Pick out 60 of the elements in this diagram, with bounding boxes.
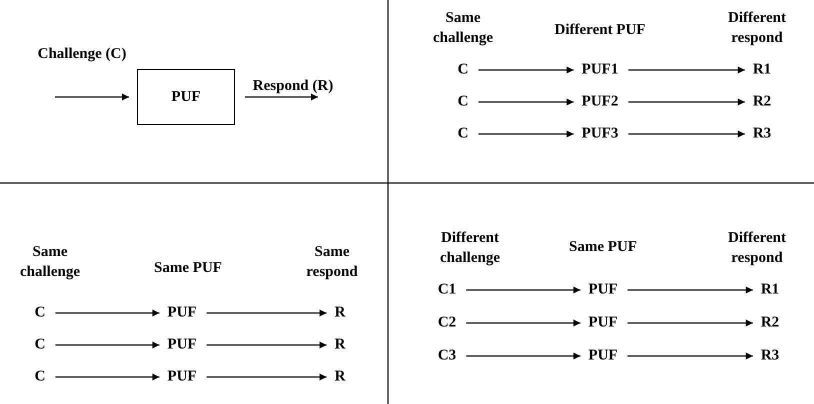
- node-label: C: [34, 336, 46, 354]
- node-label: R2: [760, 314, 780, 332]
- column-heading: Different PUF: [554, 21, 646, 40]
- arrow: [245, 94, 318, 100]
- node-label: C: [34, 304, 46, 322]
- edge-label: Challenge (C): [37, 45, 127, 64]
- node-label: C: [458, 60, 468, 80]
- node-label: PUF: [588, 280, 618, 300]
- node-label: C1: [438, 280, 456, 300]
- node-label: C: [458, 92, 468, 112]
- node-label: R1: [760, 280, 780, 300]
- arrow: [206, 342, 327, 348]
- node-label: R1: [752, 60, 772, 80]
- column-heading: Same respond: [305, 243, 359, 282]
- node-label: R: [334, 336, 346, 354]
- arrow: [628, 98, 745, 106]
- arrow: [206, 374, 327, 380]
- arrow: [628, 286, 753, 294]
- column-heading: Different respond: [726, 229, 788, 268]
- node-label: R2: [752, 92, 772, 112]
- node-label: C: [458, 124, 468, 144]
- arrow: [478, 98, 574, 106]
- node-label: C2: [438, 314, 456, 332]
- edge-label: Respond (R): [252, 77, 334, 96]
- arrow: [55, 310, 160, 316]
- node-label: PUF3: [582, 124, 618, 144]
- node-label: PUF1: [582, 60, 618, 80]
- column-heading: Different respond: [726, 9, 788, 48]
- arrow: [466, 286, 580, 294]
- node-label: PUF2: [582, 92, 618, 112]
- node-label: PUF: [167, 304, 197, 322]
- box-label: PUF: [171, 88, 201, 106]
- arrow: [628, 66, 745, 74]
- node-label: PUF: [167, 368, 197, 386]
- arrow: [466, 352, 580, 360]
- node-label: PUF: [588, 314, 618, 332]
- arrow: [478, 130, 574, 138]
- arrow: [628, 320, 753, 326]
- node-label: C3: [438, 346, 456, 366]
- column-heading: Same PUF: [153, 259, 223, 278]
- arrow: [478, 66, 574, 74]
- arrow: [466, 320, 580, 326]
- arrow: [55, 94, 129, 100]
- node-label: R: [334, 304, 346, 322]
- arrow: [55, 374, 160, 380]
- column-heading: Same challenge: [432, 9, 494, 48]
- node-label: R3: [752, 124, 772, 144]
- arrow: [628, 130, 745, 138]
- arrow: [206, 310, 327, 316]
- node-label: C: [34, 368, 46, 386]
- column-heading: Same challenge: [19, 243, 81, 282]
- node-label: R: [334, 368, 346, 386]
- node-label: PUF: [588, 346, 618, 366]
- column-heading: Same PUF: [568, 238, 638, 257]
- process-box: [137, 69, 235, 125]
- node-label: PUF: [167, 336, 197, 354]
- arrow: [55, 342, 160, 348]
- arrow: [628, 352, 753, 360]
- node-label: R3: [760, 346, 780, 366]
- column-heading: Different challenge: [439, 229, 501, 268]
